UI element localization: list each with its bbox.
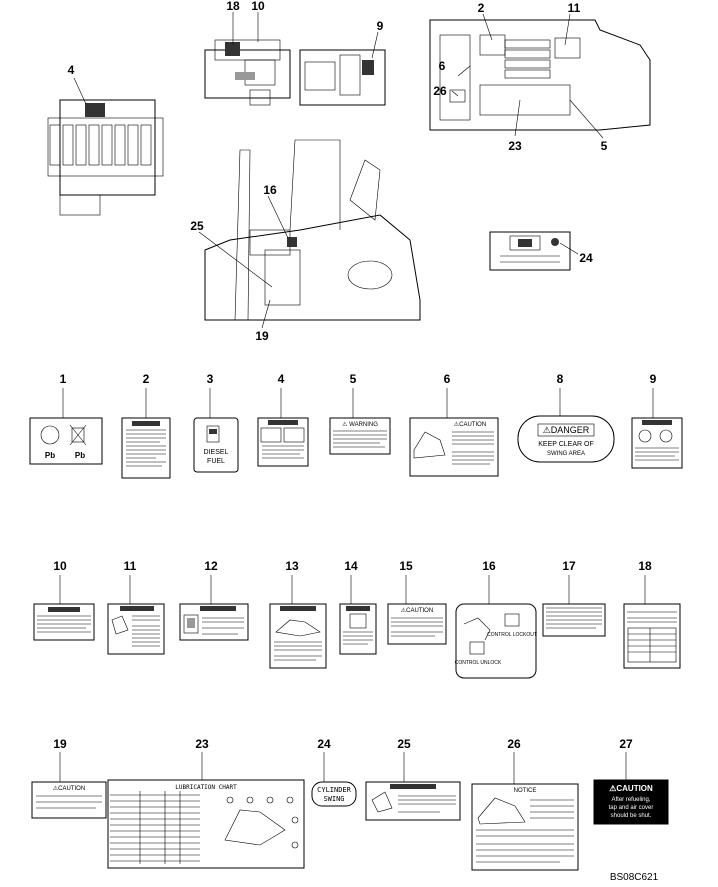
decal-number-19: 19 <box>53 737 67 751</box>
callout-25: 25 <box>190 219 204 233</box>
pb-left-text: Pb <box>45 451 55 460</box>
decal-number-25: 25 <box>397 737 411 751</box>
decal-number-24: 24 <box>317 737 331 751</box>
decal-number-26: 26 <box>507 737 521 751</box>
callout-6: 6 <box>439 59 446 73</box>
decal-27-line3: should be shut. <box>611 813 652 819</box>
decal-number-2: 2 <box>143 372 150 386</box>
decal-6: 6 ⚠CAUTION <box>409 372 499 477</box>
callout-19: 19 <box>255 329 269 343</box>
hydraulic-view: 9 <box>299 19 386 106</box>
cylinder-text: CYLINDER <box>317 786 352 794</box>
diesel-text: DIESEL <box>204 449 229 456</box>
decal-24: 24 CYLINDER SWING <box>311 737 357 807</box>
decal-27: 27 ⚠CAUTION After refueling, tap and air… <box>593 737 669 825</box>
swing-area-text: SWING AREA <box>547 451 585 457</box>
decal-number-4: 4 <box>278 372 285 386</box>
callout-2: 2 <box>478 1 485 15</box>
decal-number-9: 9 <box>650 372 657 386</box>
decal-19: 19 ⚠CAUTION <box>31 737 107 819</box>
swing-text: SWING <box>323 795 344 803</box>
keep-clear-text: KEEP CLEAR OF <box>538 441 594 448</box>
decal-1: 1 Pb Pb <box>29 372 103 465</box>
decal-number-16: 16 <box>482 559 496 573</box>
lubrication-chart-title: LUBRICATION CHART <box>175 784 237 791</box>
decal-number-15: 15 <box>399 559 413 573</box>
callout-24: 24 <box>579 251 593 265</box>
drawing-code: BS08C621 <box>610 872 659 883</box>
cab-view: 16 25 19 <box>190 139 421 343</box>
battery-box-view: 18 10 <box>204 0 291 106</box>
callout-18: 18 <box>226 0 240 13</box>
decal-3: 3 DIESEL FUEL <box>193 372 239 473</box>
decal-27-line1: After refueling, <box>611 797 650 803</box>
decal-17: 17 <box>542 559 606 637</box>
decal-number-13: 13 <box>285 559 299 573</box>
decal-2: 2 <box>121 372 171 479</box>
decal-19-header: ⚠CAUTION <box>53 785 85 792</box>
decal-16: 16 CONTROL LOCKOUT CONTROL UNLOCK <box>455 559 537 679</box>
decal-15-header: ⚠CAUTION <box>401 607 433 614</box>
pb-right-text: Pb <box>75 451 85 460</box>
control-lockout-text: CONTROL LOCKOUT <box>487 632 537 638</box>
decal-number-18: 18 <box>638 559 652 573</box>
control-valve-view: 4 <box>47 63 164 216</box>
decal-23: 23 LUBRICATION CHART <box>107 737 305 869</box>
decal-15: 15 ⚠CAUTION <box>387 559 447 645</box>
decal-5: 5 ⚠ WARNING <box>329 372 391 455</box>
decal-number-23: 23 <box>195 737 209 751</box>
decal-5-header: ⚠ WARNING <box>342 421 378 428</box>
decal-27-header: ⚠CAUTION <box>609 784 653 793</box>
decal-9: 9 <box>631 372 683 469</box>
decal-6-header: ⚠CAUTION <box>454 421 486 428</box>
decal-number-1: 1 <box>60 372 67 386</box>
danger-header: ⚠DANGER <box>543 425 590 435</box>
fuel-text: FUEL <box>207 458 225 465</box>
decal-number-14: 14 <box>344 559 358 573</box>
callout-5: 5 <box>601 139 608 153</box>
decal-number-3: 3 <box>207 372 214 386</box>
decal-number-8: 8 <box>557 372 564 386</box>
decal-14: 14 <box>339 559 377 655</box>
decal-11: 11 <box>107 559 165 655</box>
callout-4: 4 <box>68 63 75 77</box>
engine-side-view: 2 11 6 26 23 5 <box>429 1 651 153</box>
notice-header: NOTICE <box>514 788 537 794</box>
control-unlock-text: CONTROL UNLOCK <box>455 660 502 666</box>
decal-number-10: 10 <box>53 559 67 573</box>
callout-16: 16 <box>263 183 277 197</box>
callout-26: 26 <box>433 84 447 98</box>
callout-11: 11 <box>568 1 581 15</box>
decal-number-27: 27 <box>619 737 633 751</box>
decal-8: 8 ⚠DANGER KEEP CLEAR OF SWING AREA <box>517 372 615 463</box>
decal-10: 10 <box>33 559 95 641</box>
decal-number-5: 5 <box>350 372 357 386</box>
callout-23: 23 <box>508 139 522 153</box>
decal-4: 4 <box>257 372 309 467</box>
swing-cylinder-view: 24 <box>489 231 593 271</box>
decal-number-17: 17 <box>562 559 576 573</box>
decal-18: 18 <box>623 559 681 669</box>
decal-25: 25 <box>365 737 461 821</box>
decal-27-line2: tap and air cover <box>609 805 654 811</box>
decal-number-6: 6 <box>444 372 451 386</box>
decal-12: 12 <box>179 559 249 641</box>
decal-number-11: 11 <box>124 559 137 573</box>
decal-26: 26 NOTICE <box>471 737 579 871</box>
decal-number-12: 12 <box>204 559 218 573</box>
decal-13: 13 <box>269 559 327 669</box>
callout-10: 10 <box>251 0 265 13</box>
callout-9: 9 <box>377 19 384 33</box>
